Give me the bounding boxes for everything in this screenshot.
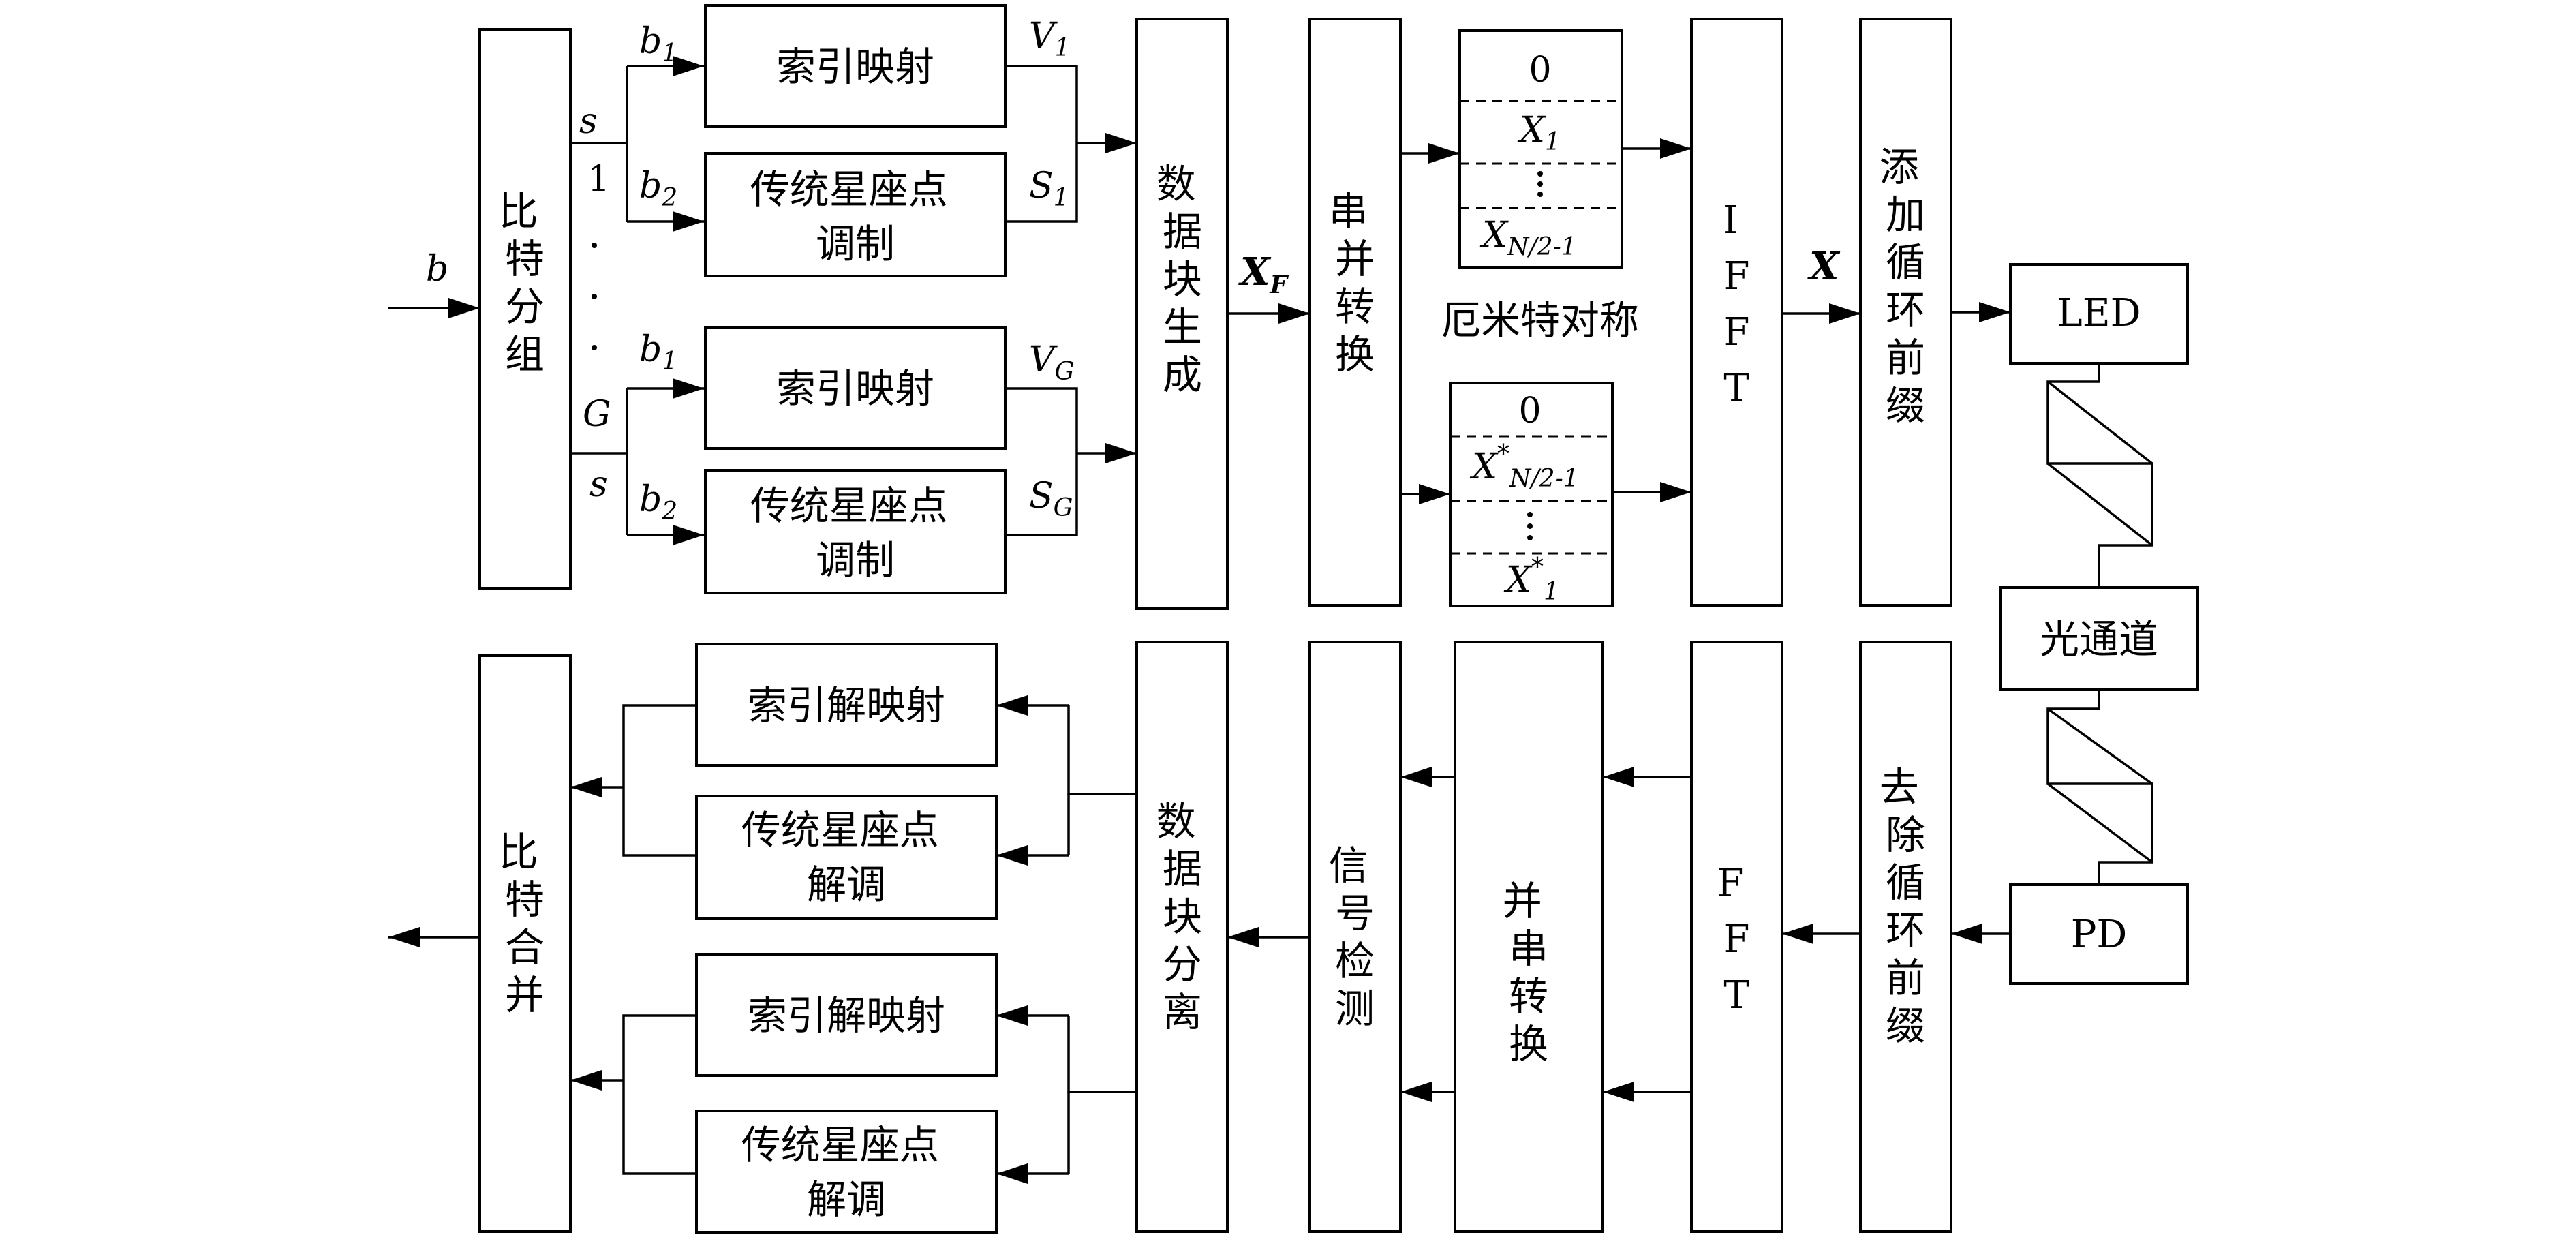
input-b-arrow: b bbox=[388, 249, 480, 318]
led-label: LED bbox=[2057, 291, 2141, 335]
lower-XN-conj: X*N/2-1 bbox=[1469, 440, 1579, 493]
index-map-block-G: 索引映射 bbox=[704, 326, 1007, 450]
bit-merge-label: 比 特合并 bbox=[499, 829, 551, 1018]
block-gen-block: 数 据块生成 bbox=[1135, 18, 1229, 610]
label-s-bot: s bbox=[589, 464, 608, 505]
remove-cp-label: 去 除循环前缀 bbox=[1880, 764, 1931, 1049]
label-G: G bbox=[583, 394, 611, 435]
label-S1: S1 bbox=[1029, 166, 1069, 212]
index-demap-block-1: 索引解映射 bbox=[695, 643, 998, 767]
label-SG: SG bbox=[1029, 476, 1073, 522]
optical-channel-label: 光通道 bbox=[2040, 616, 2158, 662]
svg-text:传统星座点 解调: 传统星座点 解调 bbox=[741, 807, 951, 908]
block-sep-block: 数 据块分离 bbox=[1135, 641, 1229, 1233]
svg-text:传统星座点 调制: 传统星座点 调制 bbox=[750, 166, 960, 267]
index-map-block-1: 索引映射 bbox=[704, 4, 1007, 128]
label-1: 1 bbox=[587, 159, 610, 200]
trad-demod-block-1: 传统星座点 解调 bbox=[695, 795, 998, 920]
trad-demod-block-G: 传统星座点 解调 bbox=[695, 1110, 998, 1234]
detect-label: 信 号检测 bbox=[1329, 842, 1381, 1032]
lightning-bolt-rx bbox=[2046, 690, 2153, 885]
svg-text:传统星座点 调制: 传统星座点 调制 bbox=[750, 483, 960, 583]
add-cp-block: 添 加循环前缀 bbox=[1859, 18, 1952, 607]
lightning-bolt-tx bbox=[2046, 363, 2153, 588]
label-X: X bbox=[1807, 244, 1841, 289]
hermitian-label: 厄米特对称 bbox=[1441, 297, 1639, 344]
remove-cp-block: 去 除循环前缀 bbox=[1859, 641, 1952, 1233]
input-b-label: b bbox=[426, 249, 448, 290]
merge-lines-rx bbox=[570, 704, 696, 1175]
label-b2-top: b2 bbox=[639, 166, 677, 212]
pd-block: PD bbox=[2009, 883, 2189, 985]
optical-channel-block: 光通道 bbox=[1999, 586, 2199, 691]
svg-text:索引映射: 索引映射 bbox=[776, 44, 934, 90]
label-b1-bot: b1 bbox=[639, 329, 677, 376]
upper-X1: X1 bbox=[1517, 110, 1561, 156]
svg-text:索引解映射: 索引解映射 bbox=[748, 682, 945, 729]
upper-zero: 0 bbox=[1529, 50, 1551, 91]
trad-mod-block-G: 传统星座点 调制 bbox=[704, 469, 1007, 594]
upper-XN: XN/2-1 bbox=[1479, 215, 1577, 261]
block-gen-label: 数 据块生成 bbox=[1156, 161, 1208, 398]
pd-label: PD bbox=[2071, 913, 2128, 957]
detect-block: 信 号检测 bbox=[1308, 641, 1402, 1233]
bit-merge-block: 比 特合并 bbox=[478, 654, 572, 1233]
label-b1-top: b1 bbox=[639, 21, 677, 67]
sp-block: 串 并转换 bbox=[1308, 18, 1402, 607]
ps-label: 并 串转换 bbox=[1503, 878, 1554, 1067]
group-split-lines bbox=[570, 56, 704, 545]
lower-zero: 0 bbox=[1518, 391, 1541, 431]
block-sep-label: 数 据块分离 bbox=[1156, 798, 1208, 1035]
split-lines-rx bbox=[996, 695, 1137, 1184]
trad-mod-block-1: 传统星座点 调制 bbox=[704, 152, 1007, 277]
upper-subcarrier-stack: 0 X1 XN/2-1 bbox=[1458, 29, 1623, 269]
label-XF: XF bbox=[1238, 249, 1289, 299]
ps-block: 并 串转换 bbox=[1454, 641, 1604, 1233]
svg-text:索引解映射: 索引解映射 bbox=[748, 992, 945, 1039]
bit-group-label: 比 特分组 bbox=[499, 188, 551, 378]
index-demap-block-G: 索引解映射 bbox=[695, 953, 998, 1077]
label-V1: V1 bbox=[1029, 16, 1070, 62]
label-b2-bot: b2 bbox=[639, 479, 677, 525]
bit-group-block: 比 特分组 bbox=[478, 28, 572, 590]
lower-X1-conj: X*1 bbox=[1503, 553, 1559, 606]
lower-subcarrier-stack: 0 X*N/2-1 X*1 bbox=[1449, 382, 1614, 607]
label-s-top: s bbox=[579, 101, 598, 142]
svg-text:索引映射: 索引映射 bbox=[776, 365, 934, 412]
vertical-dots bbox=[592, 243, 597, 350]
led-block: LED bbox=[2009, 263, 2189, 365]
label-VG: VG bbox=[1029, 339, 1074, 386]
sp-label: 串 并转换 bbox=[1329, 188, 1381, 378]
merge-lines-tx bbox=[1005, 65, 1137, 536]
svg-text:传统星座点 解调: 传统星座点 解调 bbox=[741, 1122, 951, 1223]
add-cp-label: 添 加循环前缀 bbox=[1880, 144, 1931, 429]
